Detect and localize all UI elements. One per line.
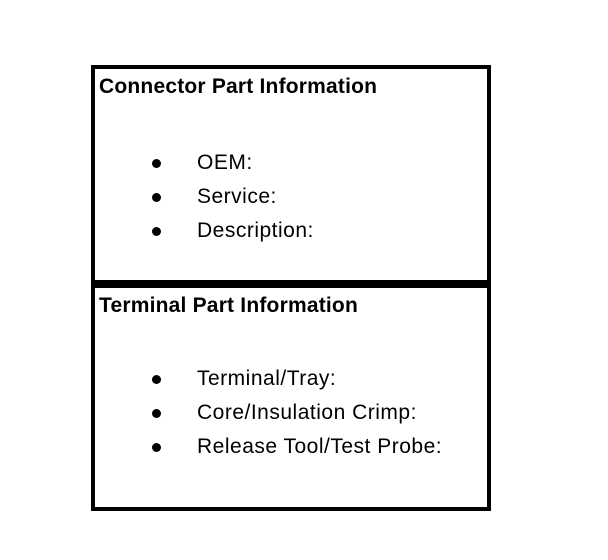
section-title: Terminal Part Information	[99, 294, 358, 317]
field-label-terminal-tray: Terminal/Tray:	[197, 367, 337, 390]
bullet-icon	[152, 408, 161, 418]
list-item: Core/Insulation Crimp:	[95, 396, 487, 430]
connector-field-list: OEM: Service: Description:	[95, 146, 487, 248]
bullet-icon	[152, 374, 161, 384]
list-item: Terminal/Tray:	[95, 362, 487, 396]
terminal-part-information-section: Terminal Part Information Terminal/Tray:…	[91, 284, 491, 511]
field-label-service: Service:	[197, 185, 277, 208]
list-item: Release Tool/Test Probe:	[95, 430, 487, 464]
bullet-icon	[152, 158, 161, 168]
list-item: Service:	[95, 180, 487, 214]
field-label-core-insulation-crimp: Core/Insulation Crimp:	[197, 401, 417, 424]
section-title: Connector Part Information	[99, 75, 378, 98]
field-label-description: Description:	[197, 219, 314, 242]
field-label-release-tool-test-probe: Release Tool/Test Probe:	[197, 435, 443, 458]
field-label-oem: OEM:	[197, 151, 253, 174]
bullet-icon	[152, 192, 161, 202]
list-item: Description:	[95, 214, 487, 248]
connector-part-information-section: Connector Part Information OEM: Service:…	[91, 65, 491, 284]
terminal-field-list: Terminal/Tray: Core/Insulation Crimp: Re…	[95, 362, 487, 464]
bullet-icon	[152, 442, 161, 452]
info-panels: Connector Part Information OEM: Service:…	[91, 65, 491, 511]
bullet-icon	[152, 226, 161, 236]
list-item: OEM:	[95, 146, 487, 180]
